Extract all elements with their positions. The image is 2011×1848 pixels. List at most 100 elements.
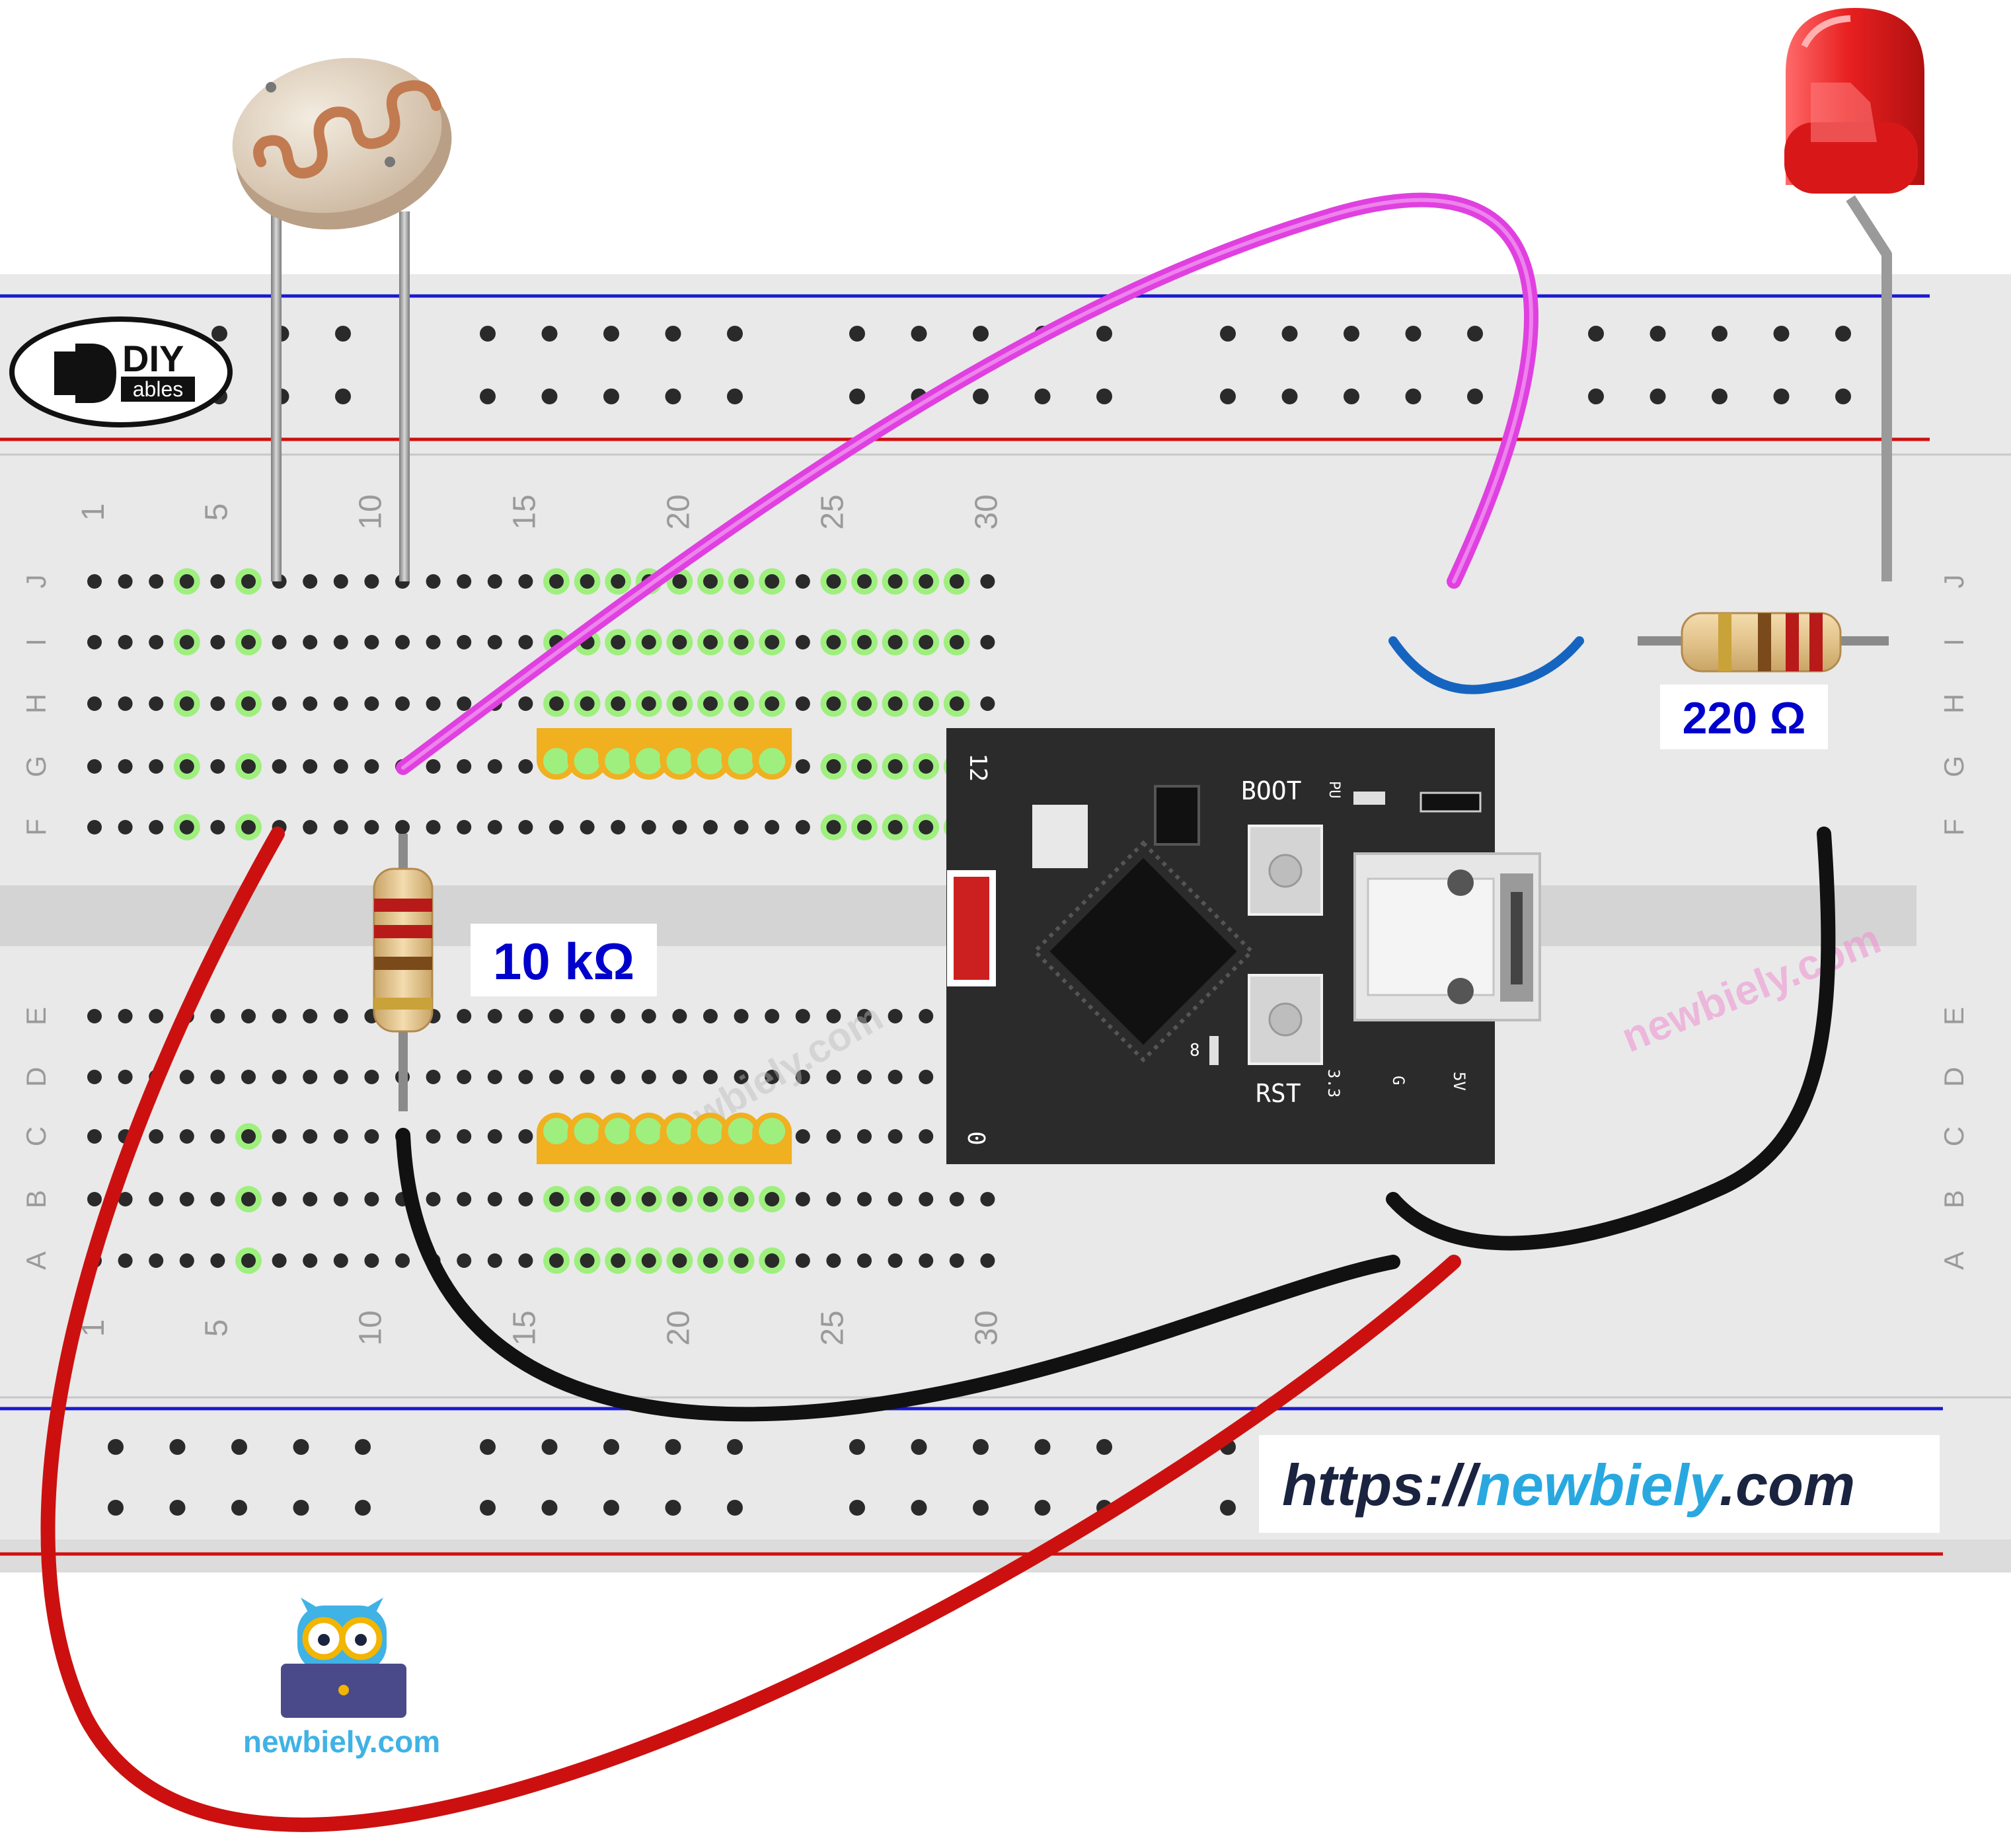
rail-hole[interactable] [849,326,865,342]
rail-hole[interactable] [293,1439,309,1455]
breadboard-hole[interactable] [980,635,995,649]
rail-hole[interactable] [1034,1500,1051,1516]
rail-hole[interactable] [480,388,496,404]
breadboard-hole[interactable] [672,696,687,711]
breadboard-hole[interactable] [149,696,164,711]
breadboard-hole[interactable] [303,1129,318,1144]
rail-hole[interactable] [1712,388,1727,404]
breadboard-hole[interactable] [795,696,810,711]
breadboard-hole[interactable] [672,820,687,834]
breadboard-hole[interactable] [457,759,472,774]
breadboard-hole[interactable] [241,1253,256,1268]
breadboard-hole[interactable] [179,574,194,589]
breadboard-hole[interactable] [641,1070,656,1084]
breadboard-hole[interactable] [611,1009,626,1023]
breadboard-hole[interactable] [857,820,872,834]
rail-hole[interactable] [911,326,927,342]
rail-hole[interactable] [603,1439,619,1455]
breadboard-hole[interactable] [303,1070,318,1084]
breadboard-hole[interactable] [765,696,780,711]
breadboard-hole[interactable] [487,759,502,774]
breadboard-hole[interactable] [826,574,841,589]
rail-hole[interactable] [211,326,227,342]
breadboard-hole[interactable] [333,696,348,711]
breadboard-hole[interactable] [149,635,164,649]
breadboard-hole[interactable] [210,1253,225,1268]
breadboard-hole[interactable] [395,635,410,649]
breadboard-hole[interactable] [272,1253,287,1268]
rail-hole[interactable] [1835,388,1851,404]
breadboard-hole[interactable] [87,1129,102,1144]
breadboard-hole[interactable] [179,1129,194,1144]
breadboard-hole[interactable] [87,1070,102,1084]
breadboard-hole[interactable] [241,1192,256,1206]
breadboard-hole[interactable] [303,1192,318,1206]
breadboard-hole[interactable] [210,759,225,774]
rail-hole[interactable] [1220,1500,1236,1516]
breadboard-hole[interactable] [118,635,133,649]
usb-port-slot[interactable] [1511,892,1523,984]
breadboard-hole[interactable] [549,574,564,589]
url-banner-link[interactable]: https://newbiely.com [1282,1452,1855,1518]
breadboard-hole[interactable] [888,574,903,589]
boot-button[interactable] [1248,825,1323,916]
rail-hole[interactable] [1773,388,1790,404]
breadboard-hole[interactable] [333,1129,348,1144]
breadboard-hole[interactable] [795,820,810,834]
rail-hole[interactable] [1096,1439,1112,1455]
breadboard-hole[interactable] [734,1070,749,1084]
breadboard-hole[interactable] [734,1009,749,1023]
breadboard-hole[interactable] [857,1070,872,1084]
rail-hole[interactable] [293,1500,309,1516]
breadboard-hole[interactable] [333,1192,348,1206]
breadboard-hole[interactable] [795,1129,810,1144]
breadboard-hole[interactable] [118,1070,133,1084]
breadboard-hole[interactable] [641,635,656,649]
breadboard-hole[interactable] [795,635,810,649]
rail-hole[interactable] [665,1439,681,1455]
breadboard-hole[interactable] [518,696,533,711]
breadboard-hole[interactable] [333,759,348,774]
breadboard-hole[interactable] [611,1253,626,1268]
breadboard-hole[interactable] [641,820,656,834]
breadboard-hole[interactable] [87,696,102,711]
breadboard-hole[interactable] [364,635,379,649]
breadboard-hole[interactable] [549,1253,564,1268]
breadboard-hole[interactable] [149,1129,164,1144]
breadboard-hole[interactable] [611,820,626,834]
breadboard-hole[interactable] [272,1070,287,1084]
breadboard-hole[interactable] [272,1129,287,1144]
breadboard-hole[interactable] [241,1009,256,1023]
breadboard-hole[interactable] [241,1070,256,1084]
breadboard-hole[interactable] [333,574,348,589]
breadboard-hole[interactable] [795,1253,810,1268]
rail-hole[interactable] [1712,326,1727,342]
breadboard-hole[interactable] [580,1009,595,1023]
breadboard-hole[interactable] [672,635,687,649]
breadboard-hole[interactable] [672,1009,687,1023]
rail-hole[interactable] [665,1500,681,1516]
breadboard-hole[interactable] [641,696,656,711]
breadboard-hole[interactable] [549,1070,564,1084]
breadboard-hole[interactable] [765,1070,780,1084]
breadboard-hole[interactable] [949,1253,964,1268]
rail-hole[interactable] [849,1500,865,1516]
breadboard-hole[interactable] [364,820,379,834]
breadboard-hole[interactable] [333,1070,348,1084]
breadboard-hole[interactable] [888,696,903,711]
rail-hole[interactable] [1220,326,1236,342]
breadboard-hole[interactable] [580,1253,595,1268]
breadboard-hole[interactable] [518,820,533,834]
rail-hole[interactable] [231,1439,247,1455]
breadboard-hole[interactable] [703,1009,718,1023]
rail-hole[interactable] [541,1500,558,1516]
rail-hole[interactable] [849,388,865,404]
breadboard-hole[interactable] [118,820,133,834]
breadboard-hole[interactable] [857,696,872,711]
breadboard-hole[interactable] [826,696,841,711]
breadboard-hole[interactable] [87,635,102,649]
breadboard-hole[interactable] [919,1192,934,1206]
breadboard-hole[interactable] [919,820,934,834]
rail-hole[interactable] [727,388,743,404]
breadboard-hole[interactable] [672,1253,687,1268]
